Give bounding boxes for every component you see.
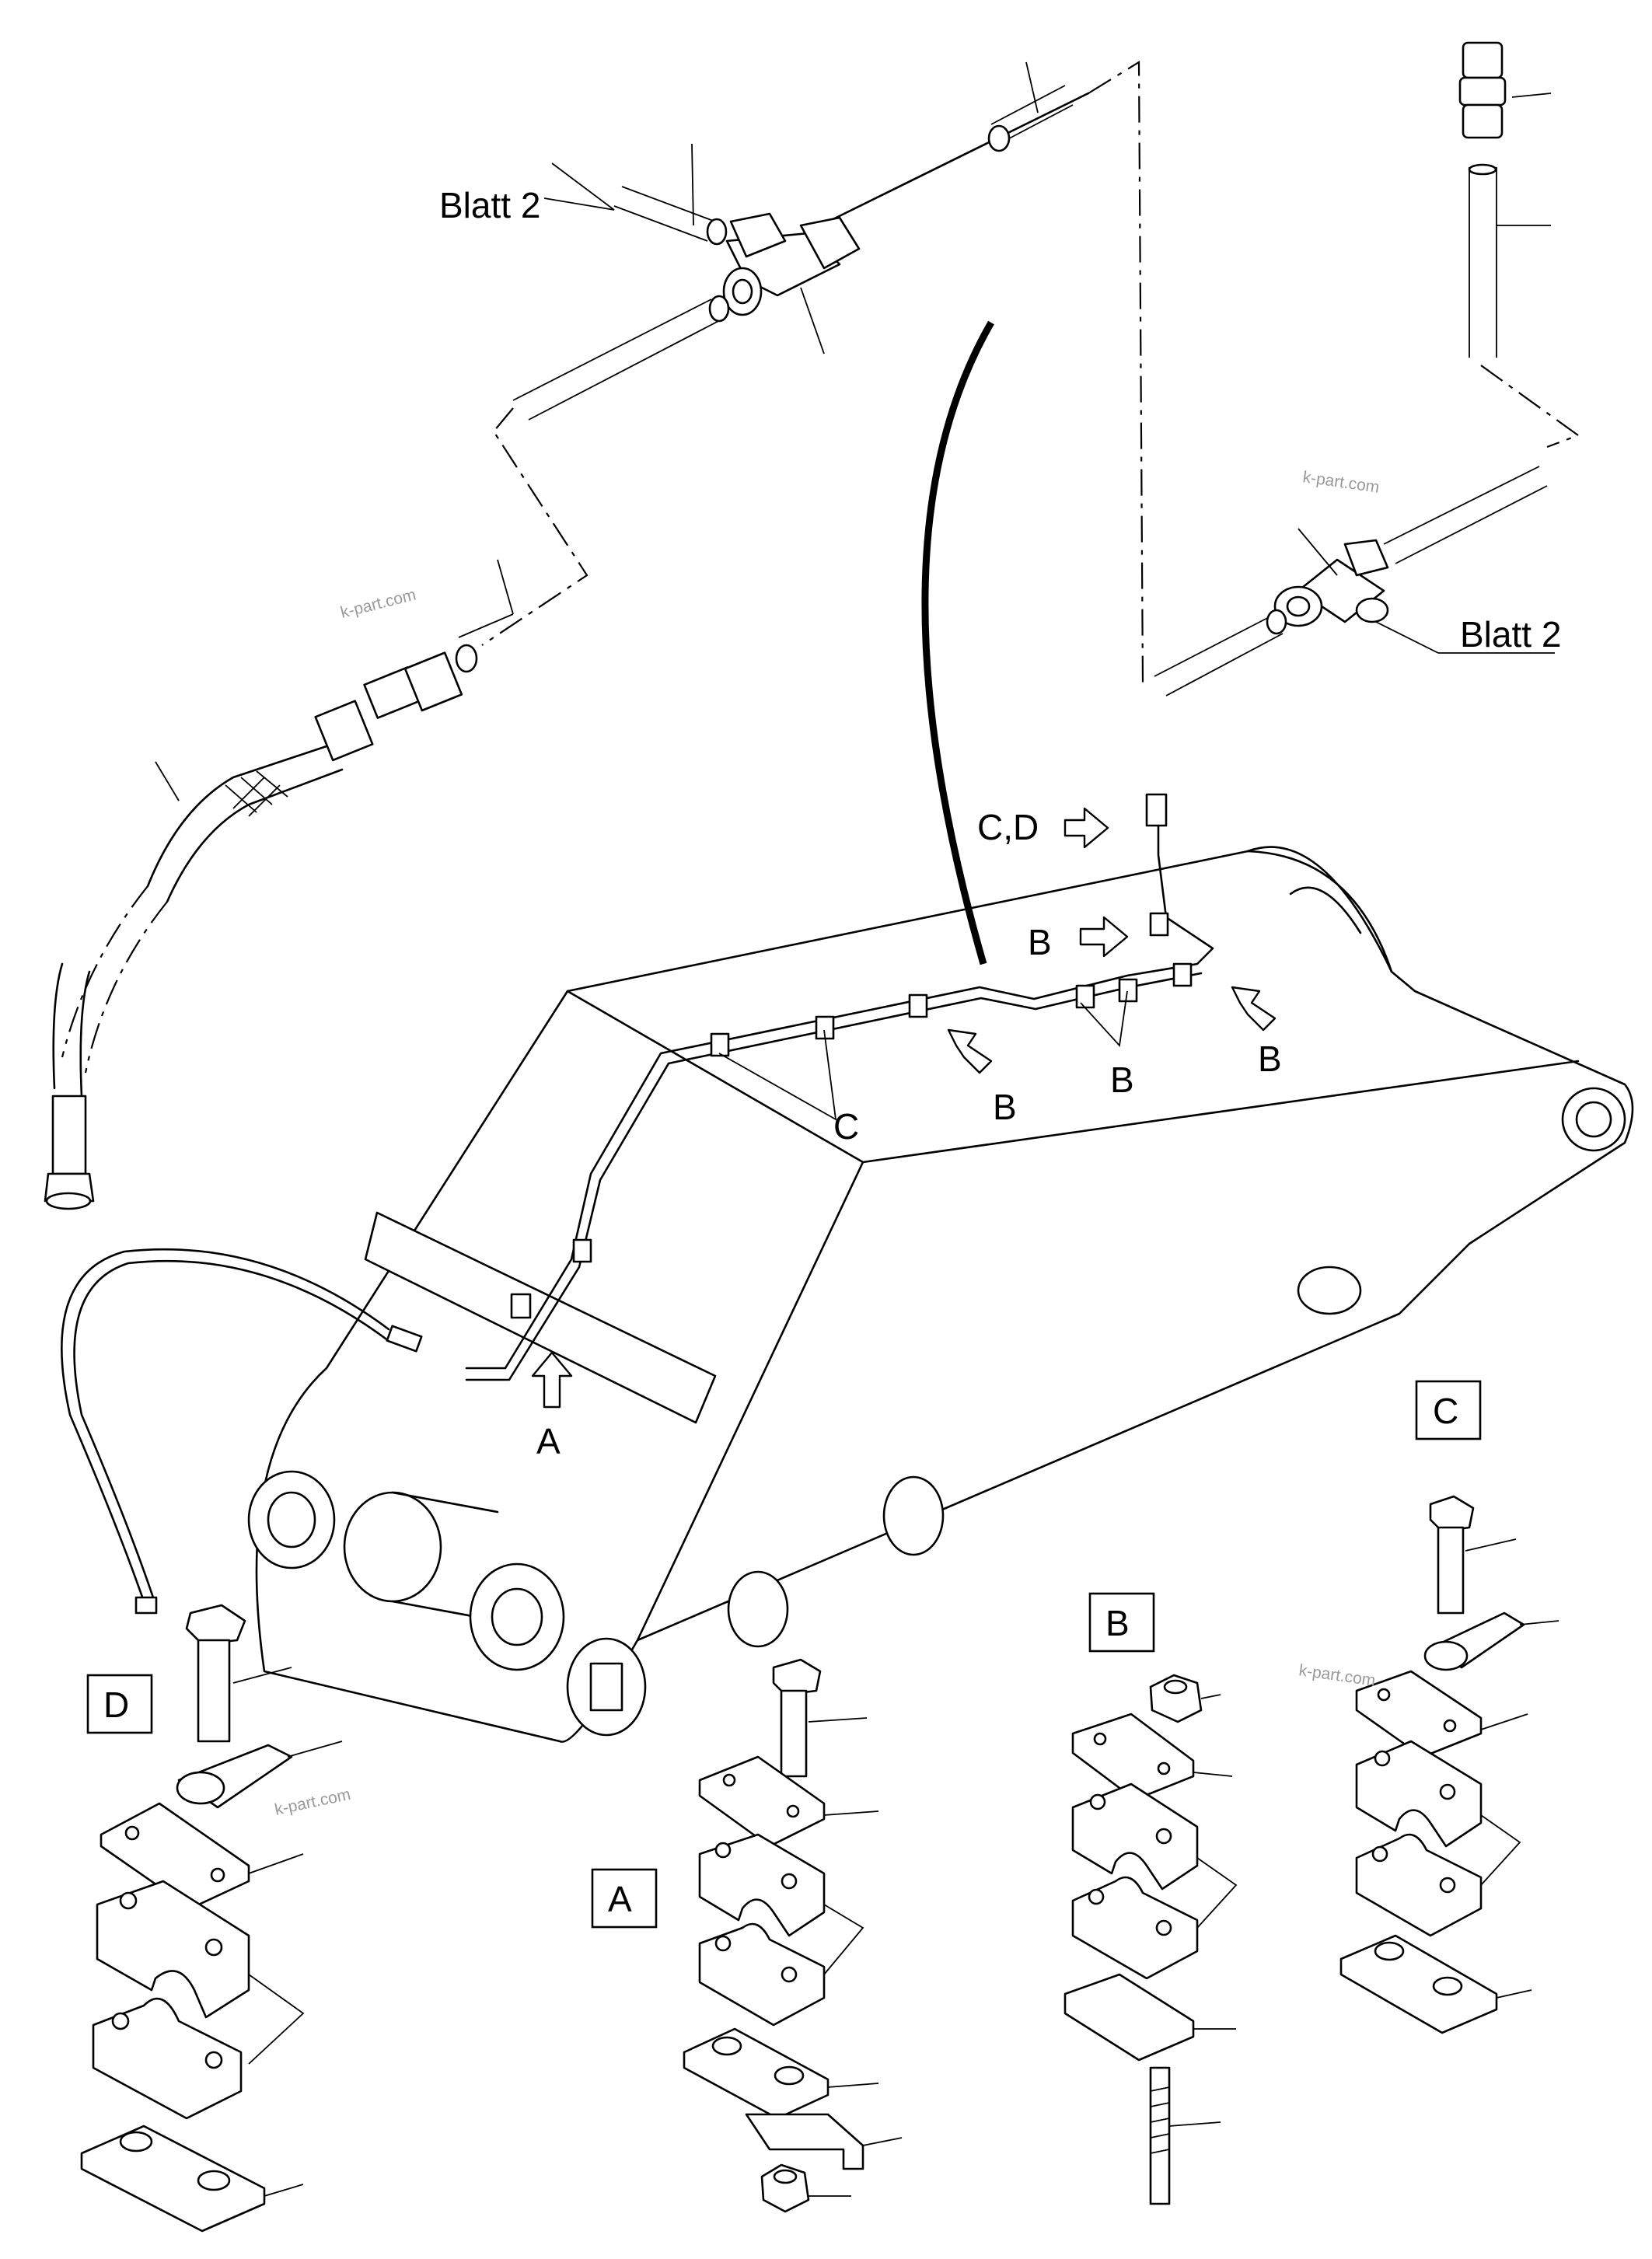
detail-label-a: A [608,1879,632,1919]
detail-label-b: B [1105,1603,1130,1643]
callout-label-b3: B [1110,1060,1134,1100]
excavator-boom-body [247,846,1634,1743]
flexible-hose-top [44,745,344,1210]
flexible-hose-lower [61,1248,423,1615]
callout-label-b4: B [1258,1039,1282,1079]
boom-pipe-route [465,793,1214,1381]
callout-label-b1: B [1028,922,1052,962]
callout-label-a: A [536,1421,561,1461]
detail-a-clamp: A [591,1658,903,2213]
watermark: k-part.com [339,586,418,622]
tee-fitting-assembly-right [1154,41,1580,697]
callout-label-c: C [833,1106,859,1147]
detail-c-clamp: C [1339,1380,1559,2034]
detail-d-clamp: D [80,1604,343,2233]
blatt-label-right: Blatt 2 [1460,614,1561,655]
detail-b-clamp: B [1063,1592,1238,2205]
detail-label-c: C [1433,1391,1458,1431]
callout-arrows [531,807,1277,1409]
watermark: k-part.com [273,1786,352,1819]
blatt-label-top: Blatt 2 [439,185,540,225]
tee-fitting-assembly-top [314,61,1144,762]
watermark: k-part.com [1298,1661,1376,1690]
callout-label-b2: B [993,1087,1017,1127]
detail-label-d: D [103,1685,129,1725]
callout-label-cd: C,D [977,807,1039,847]
connection-sweep-line [921,320,994,965]
watermark: k-part.com [1301,468,1380,497]
